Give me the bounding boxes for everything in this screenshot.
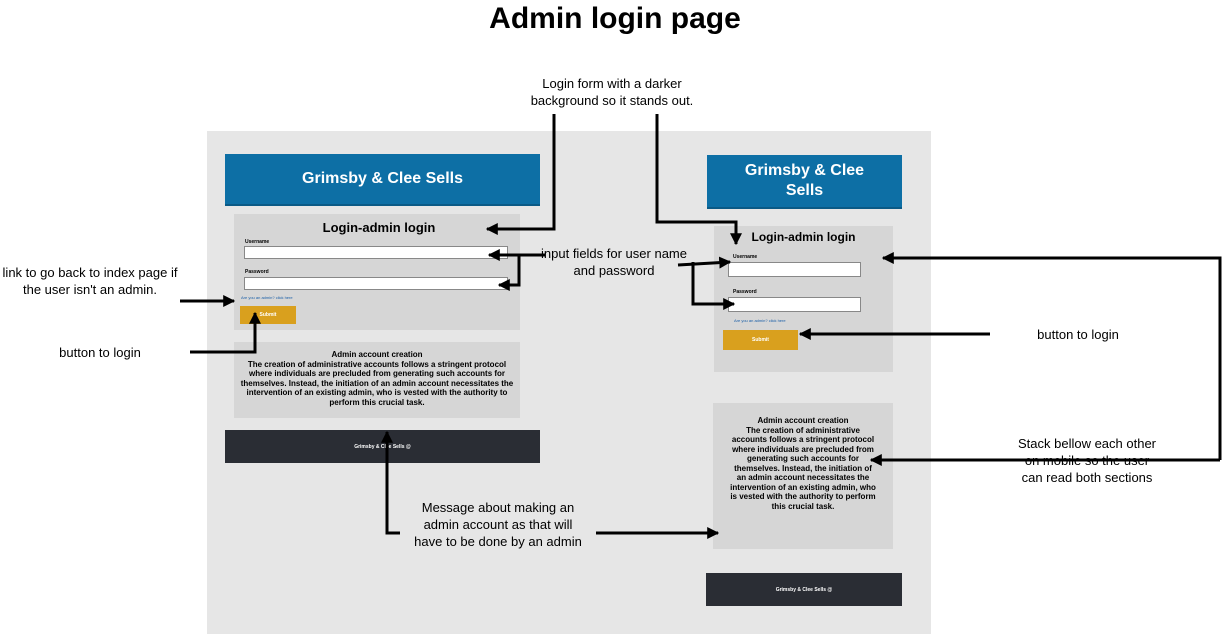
page-title: Admin login page bbox=[489, 2, 741, 35]
desktop-message-panel: Admin account creation The creation of a… bbox=[234, 342, 520, 418]
mobile-banner: Grimsby & Clee Sells bbox=[707, 155, 902, 209]
desktop-password-label: Password bbox=[245, 269, 269, 275]
arrow-stack-to-form bbox=[881, 252, 1222, 460]
mobile-password-label: Password bbox=[733, 289, 757, 295]
desktop-form-title: Login-admin login bbox=[322, 220, 436, 235]
annotation-button-right: button to login bbox=[1037, 327, 1119, 342]
mobile-footer: Grimsby & Clee Sells @ bbox=[706, 573, 902, 606]
arrow-to-mobile-username bbox=[677, 256, 732, 269]
desktop-admin-link[interactable]: Are you an admin? click here bbox=[241, 295, 293, 300]
annotation-input-fields: input fields for user name and password bbox=[541, 246, 687, 278]
mobile-username-label: Username bbox=[733, 254, 758, 260]
arrow-to-desktop-button bbox=[190, 311, 261, 354]
mobile-footer-text: Grimsby & Clee Sells @ bbox=[775, 586, 833, 593]
desktop-footer-text: Grimsby & Clee Sells @ bbox=[354, 443, 411, 450]
mobile-submit-button[interactable]: Submit bbox=[723, 330, 798, 350]
arrow-to-desktop-password bbox=[497, 255, 521, 291]
annotation-message: Message about making an admin account as… bbox=[414, 500, 582, 549]
mobile-username-input[interactable] bbox=[728, 262, 861, 277]
annotation-button-left: button to login bbox=[59, 345, 141, 360]
desktop-banner: Grimsby & Clee Sells bbox=[225, 154, 540, 206]
desktop-username-input[interactable] bbox=[244, 246, 508, 259]
annotation-login-form: Login form with a darker background so i… bbox=[530, 76, 694, 108]
mobile-form-title: Login-admin login bbox=[751, 230, 856, 244]
arrow-to-desktop-message bbox=[381, 430, 400, 535]
desktop-banner-title: Grimsby & Clee Sells bbox=[302, 170, 463, 187]
mobile-banner-title: Grimsby & Clee Sells bbox=[744, 162, 865, 199]
desktop-username-label: Username bbox=[245, 239, 270, 245]
arrow-to-mobile-form bbox=[655, 114, 742, 246]
annotation-back-link: link to go back to index page if the use… bbox=[2, 265, 178, 297]
arrow-to-desktop-form bbox=[485, 114, 556, 235]
arrow-to-mobile-password bbox=[691, 262, 736, 310]
mobile-message-body: The creation of administrative accounts … bbox=[730, 425, 876, 511]
mobile-message-panel: Admin account creation The creation of a… bbox=[713, 403, 893, 549]
desktop-message-title: Admin account creation bbox=[331, 350, 423, 359]
mobile-admin-link[interactable]: Are you an admin? click here bbox=[734, 318, 786, 323]
mobile-message-title: Admin account creation bbox=[757, 416, 849, 425]
desktop-message-body: The creation of administrative accounts … bbox=[240, 359, 514, 407]
